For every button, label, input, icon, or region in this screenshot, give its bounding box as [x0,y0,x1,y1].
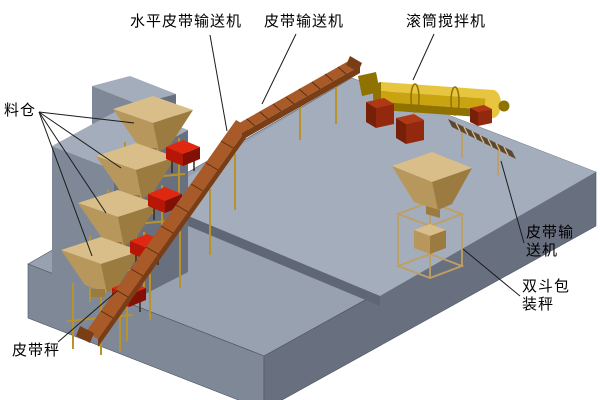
leader-lines [38,33,525,343]
discharge-belt-conveyor [448,119,516,176]
drum-mixer [358,72,510,144]
leader-incline-conveyor [261,33,297,105]
mixer-support-left [366,98,394,128]
leader-packing-scale [462,248,521,297]
leader-silo-3 [38,111,107,214]
leader-horizontal-conveyor [209,34,228,132]
horizontal-belt-conveyor [76,120,248,352]
label-silos: 料仓 [4,102,37,119]
label-drum-mixer: 滚筒搅拌机 [406,13,487,30]
mixer-support-right [470,105,492,126]
leader-silo-1 [38,111,135,124]
mixer-discharge-nozzle [498,100,510,112]
label-belt-scale: 皮带秤 [12,342,61,359]
packing-hopper [392,152,472,218]
label-horizontal-belt-conveyor: 水平皮带输送机 [130,13,243,30]
leader-drum-mixer [412,33,435,81]
leader-silo-4 [38,111,93,257]
tail-pulley [76,326,94,343]
label-double-hopper-packing-scale: 双斗包装秤 [522,278,571,313]
packing-stand [395,201,465,279]
leader-silo-2 [38,111,122,169]
mixer-support-front [396,114,424,144]
label-incline-belt-conveyor: 皮带输送机 [264,13,345,30]
leader-discharge-conveyor [500,160,525,244]
leader-belt-scale [57,290,118,343]
platform-base [27,77,597,400]
head-pulley [346,56,362,72]
incline-belt-conveyor [234,56,362,140]
label-discharge-belt-conveyor: 皮带输送机 [526,224,575,259]
weigh-box [414,224,446,254]
